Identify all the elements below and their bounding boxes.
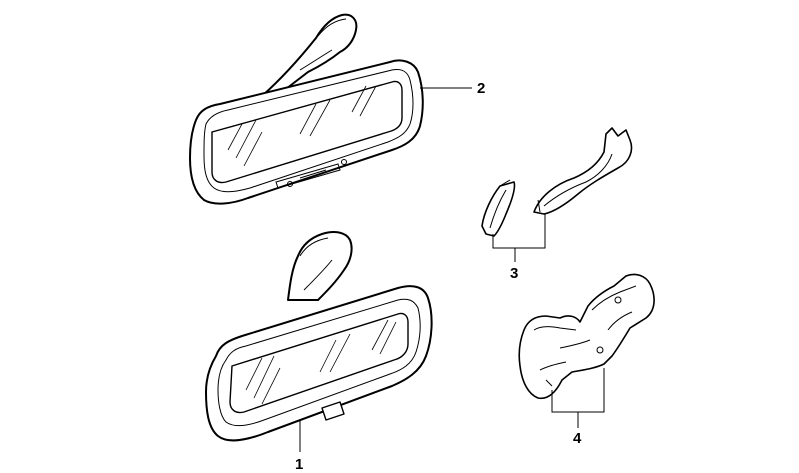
mirror-1 bbox=[205, 231, 433, 442]
base-cover-4 bbox=[518, 273, 655, 428]
callout-4: 4 bbox=[573, 430, 582, 447]
callout-2: 2 bbox=[477, 80, 485, 97]
callout-3: 3 bbox=[510, 265, 518, 282]
callout-1: 1 bbox=[295, 456, 303, 473]
mirror-2 bbox=[189, 13, 424, 205]
trim-pieces-3 bbox=[481, 127, 633, 262]
